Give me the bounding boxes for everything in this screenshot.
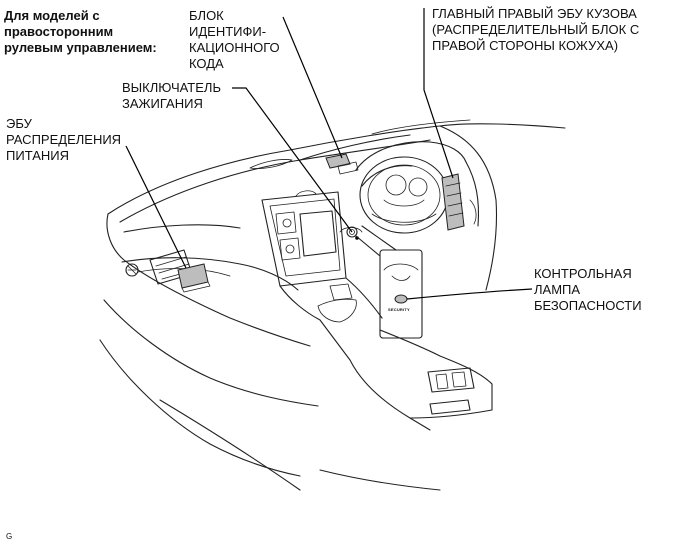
footer-code: G bbox=[6, 532, 13, 541]
inset-security-text: SECURITY bbox=[388, 307, 410, 312]
label-id-code-box: БЛОК ИДЕНТИФИ- КАЦИОННОГО КОДА bbox=[189, 8, 280, 71]
label-power-ecu: ЭБУ РАСПРЕДЕЛЕНИЯ ПИТАНИЯ bbox=[6, 116, 122, 163]
model-note: Для моделей с правосторонним рулевым упр… bbox=[4, 8, 157, 55]
label-ignition-switch: ВЫКЛЮЧАТЕЛЬ ЗАЖИГАНИЯ bbox=[122, 80, 221, 111]
label-main-body-ecu: ГЛАВНЫЙ ПРАВЫЙ ЭБУ КУЗОВА (РАСПРЕДЕЛИТЕЛ… bbox=[432, 6, 640, 53]
label-security-lamp: КОНТРОЛЬНАЯ ЛАМПА БЕЗОПАСНОСТИ bbox=[534, 266, 642, 313]
